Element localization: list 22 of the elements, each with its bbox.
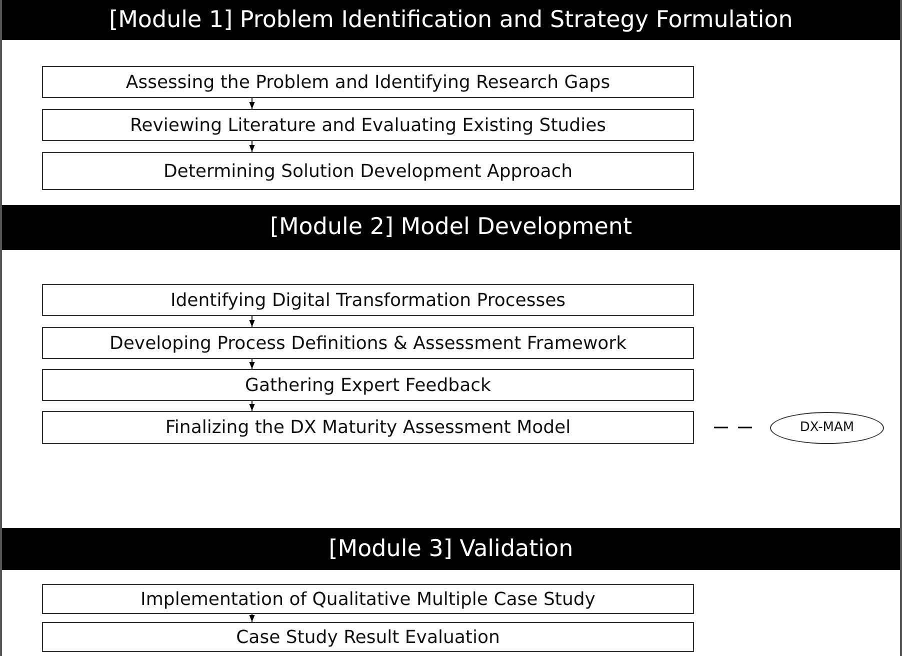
module-header-band: [Module 1] Problem Identification and Strategy Formulation [2, 0, 900, 40]
arrow [249, 400, 255, 412]
module-section [0, 0, 902, 205]
module-header-band: [Module 3] Validation [2, 528, 900, 570]
arrow [249, 140, 255, 152]
arrow [249, 316, 255, 328]
model-ellipse: DX-MAM [770, 412, 884, 444]
process-box: Developing Process Definitions & Assessment Framework [42, 327, 694, 359]
module-section [0, 528, 902, 656]
process-box: Gathering Expert Feedback [42, 369, 694, 401]
arrow [249, 614, 255, 622]
process-box: Identifying Digital Transformation Processes [42, 284, 694, 316]
process-box: Reviewing Literature and Evaluating Existing Studies [42, 109, 694, 141]
process-box: Determining Solution Development Approach [42, 152, 694, 190]
process-box: Case Study Result Evaluation [42, 622, 694, 652]
arrow [249, 358, 255, 370]
module-header-band: [Module 2] Model Development [2, 205, 900, 250]
process-box: Implementation of Qualitative Multiple Case Study [42, 584, 694, 614]
module-section [0, 205, 902, 528]
arrow [249, 98, 255, 110]
process-box: Finalizing the DX Maturity Assessment Model [42, 411, 694, 444]
process-box: Assessing the Problem and Identifying Research Gaps [42, 66, 694, 98]
